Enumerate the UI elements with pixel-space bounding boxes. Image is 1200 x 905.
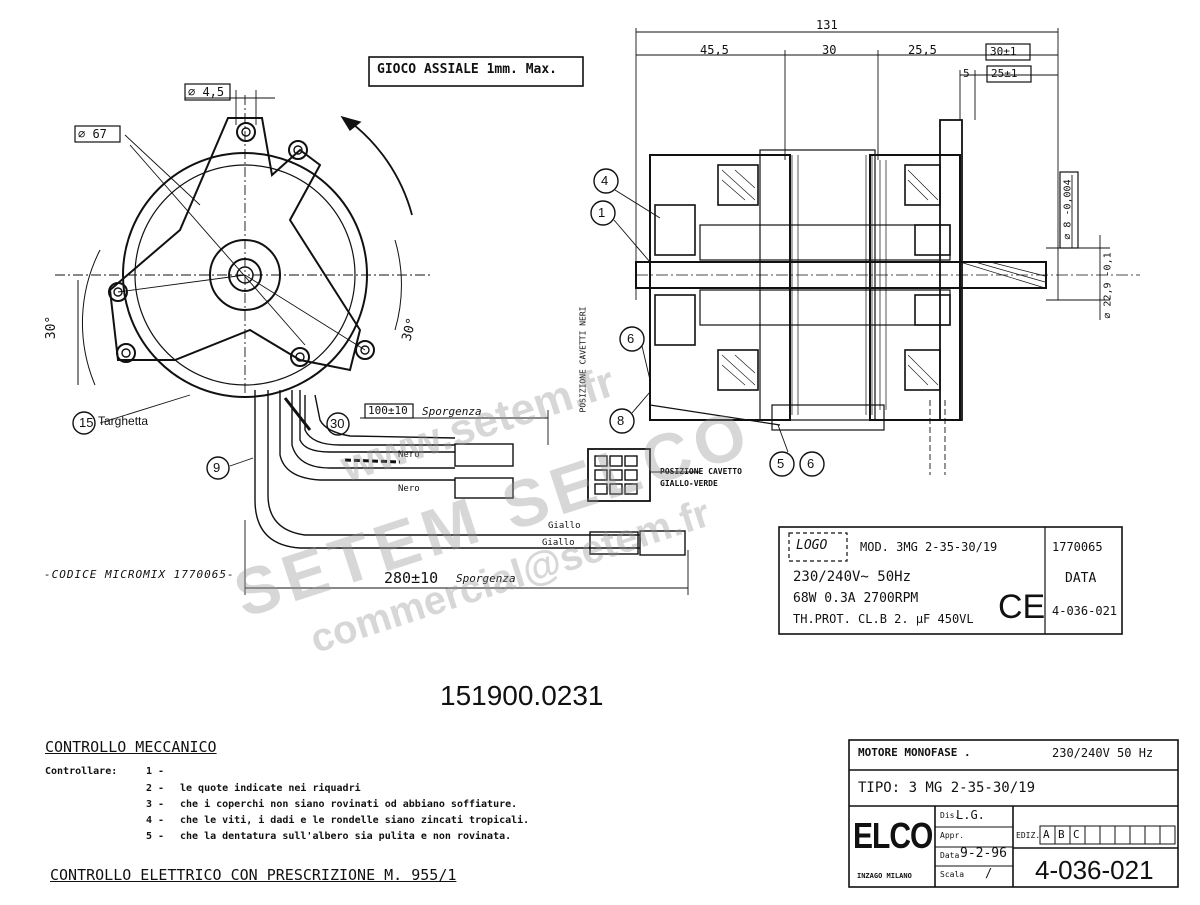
tb-motor: MOTORE MONOFASE . (858, 746, 971, 759)
item-text: che i coperchi non siano rovinati od abb… (180, 799, 518, 810)
controllare-label: Controllare: (45, 766, 118, 777)
wire-3: Giallo (548, 521, 581, 531)
callout-4: 4 (601, 173, 609, 188)
tb-data-value: 9-2-96 (960, 846, 1007, 861)
tb-data-label: Data (940, 851, 960, 860)
codice-micromix: -CODICE MICROMIX 1770065- (44, 568, 235, 581)
tb-number: 4-036-021 (1035, 855, 1154, 885)
connector-drawing (587, 448, 700, 502)
controllo-meccanico-title: CONTROLLO MECCANICO (45, 738, 217, 756)
gioco-box (368, 56, 584, 87)
dim-a: 45,5 (700, 43, 729, 57)
dim-f-box: 25±1 (991, 67, 1018, 80)
nameplate-model: MOD. 3MG 2-35-30/19 (860, 540, 998, 554)
controllo-elettrico: CONTROLLO ELETTRICO CON PRESCRIZIONE M. … (50, 866, 457, 884)
item-num: 2 - (146, 783, 165, 794)
wires-drawing (244, 390, 689, 595)
item-num: 4 - (146, 815, 165, 826)
tb-scala-value: / (985, 866, 993, 880)
dim-c: 25,5 (908, 43, 937, 57)
tb-dis-value: L.G. (956, 808, 985, 822)
tb-ediz-b: B (1058, 828, 1065, 841)
callout-6b: 6 (807, 456, 815, 471)
nameplate-frame (778, 526, 1123, 635)
item-num: 5 - (146, 831, 165, 842)
tb-dis-label: Dis. (940, 811, 960, 820)
item-num: 3 - (146, 799, 165, 810)
item-text: che le viti, i dadi e le rondelle siano … (180, 815, 530, 826)
len-short-unit: Sporgenza (422, 405, 482, 418)
callout-30: 30 (330, 416, 345, 431)
nameplate-power: 68W 0.3A 2700RPM (793, 591, 919, 606)
wire-4: Giallo (542, 538, 575, 548)
posizione-cavetto: POSIZIONE CAVETTO GIALLO-VERDE (660, 467, 742, 488)
len-long: 280±10 (384, 569, 439, 587)
nameplate-data-label: DATA (1065, 571, 1097, 586)
tb-scala-label: Scala (940, 870, 965, 879)
tb-ediz-c: C (1073, 828, 1080, 841)
elco-location: INZAGO MILANO (857, 872, 912, 880)
wire-2: Nero (398, 484, 420, 494)
callout-8: 8 (617, 413, 625, 428)
nameplate-voltage: 230/240V~ 50Hz (793, 569, 912, 585)
item-text: che la dentatura sull'albero sia pulita … (180, 831, 512, 842)
len-short: 100±10 (368, 404, 408, 417)
gioco-assiale-note: GIOCO ASSIALE 1mm. Max. (377, 62, 558, 77)
dim-d-box: 30±1 (990, 45, 1017, 58)
item-text: le quote indicate nei riquadri (180, 783, 361, 794)
tb-ediz-label: EDIZ. (1016, 831, 1041, 840)
title-block-frame (848, 739, 1179, 888)
dim-shaft-v: ⌀ 8 -0,004 (1062, 179, 1074, 240)
section-view-drawing (590, 28, 1140, 477)
callout-9: 9 (213, 460, 221, 475)
elco-logo: ELCO (853, 816, 933, 857)
callout-6a: 6 (627, 331, 635, 346)
callout-15: 15 (79, 415, 94, 430)
dim-b: 30 (822, 43, 837, 57)
ce-mark: CE (998, 588, 1046, 626)
dim-hole: ⌀ 4,5 (188, 85, 225, 99)
len-long-unit: Sporgenza (456, 572, 516, 585)
nameplate-protection: TH.PROT. CL.B 2. μF 450VL (793, 612, 974, 626)
end-view-drawing (55, 90, 430, 480)
item-num: 1 - (146, 766, 165, 777)
callout-5: 5 (777, 456, 785, 471)
dim-pitch: ⌀ 67 (78, 127, 107, 141)
targhetta-label: Targhetta (98, 414, 149, 428)
tb-ediz-a: A (1043, 828, 1050, 841)
drawing-number: 151900.0231 (440, 680, 604, 711)
dim-e: 5 (963, 67, 970, 80)
dim-total: 131 (816, 18, 838, 32)
nameplate-logo: LOGO (796, 538, 828, 553)
nameplate-drawing-ref: 4-036-021 (1052, 604, 1118, 618)
tb-tipo: TIPO: 3 MG 2-35-30/19 (858, 780, 1036, 796)
nameplate-code: 1770065 (1052, 540, 1103, 554)
tb-appr-label: Appr. (940, 831, 965, 840)
dim-shaft-v2: ⌀ 22,9 -0,1 (1102, 252, 1114, 319)
tb-voltage: 230/240V 50 Hz (1052, 746, 1154, 760)
angle-left: 30° (44, 315, 60, 340)
callout-1: 1 (598, 205, 606, 220)
wire-1: Nero (398, 450, 420, 460)
